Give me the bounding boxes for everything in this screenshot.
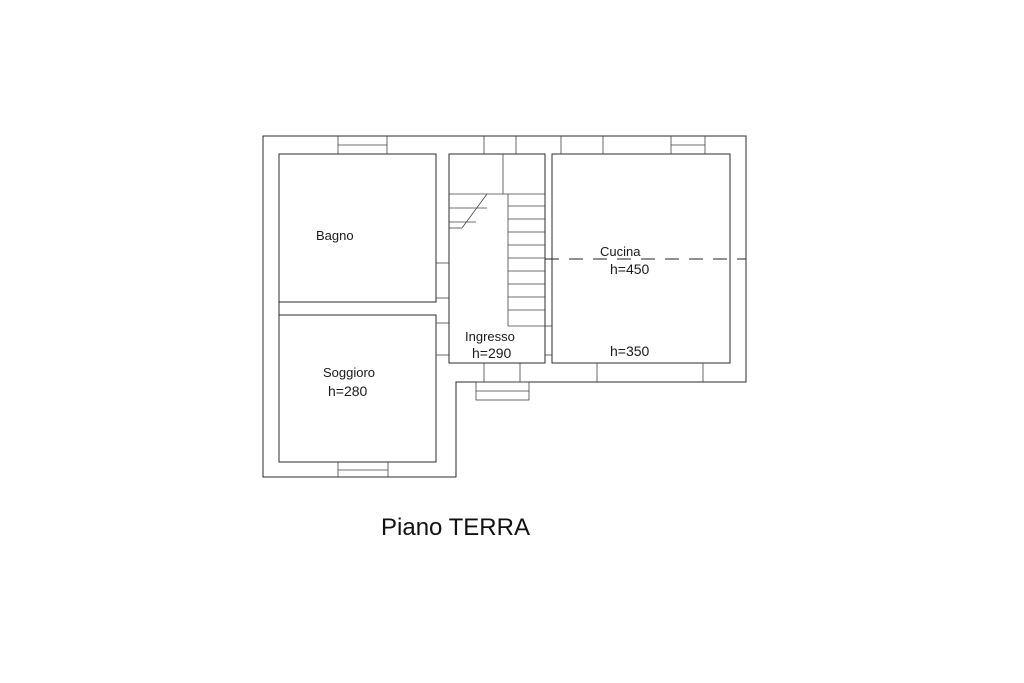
room-height-cucina-low: h=350 <box>610 343 650 359</box>
room-label-cucina: Cucina <box>600 244 641 259</box>
room-bagno <box>278 153 437 303</box>
room-height-ingresso: h=290 <box>472 345 512 361</box>
room-height-cucina: h=450 <box>610 261 650 277</box>
room-label-soggiorno: Soggioro <box>323 365 375 380</box>
entrance-step <box>475 363 530 401</box>
staircase <box>449 154 545 327</box>
outer-walls <box>262 135 747 478</box>
room-label-bagno: Bagno <box>316 228 354 243</box>
room-height-soggiorno: h=280 <box>328 383 368 399</box>
windows <box>337 136 706 477</box>
room-soggiorno <box>278 314 437 463</box>
room-label-ingresso: Ingresso <box>465 329 515 344</box>
plan-title: Piano TERRA <box>381 514 530 541</box>
